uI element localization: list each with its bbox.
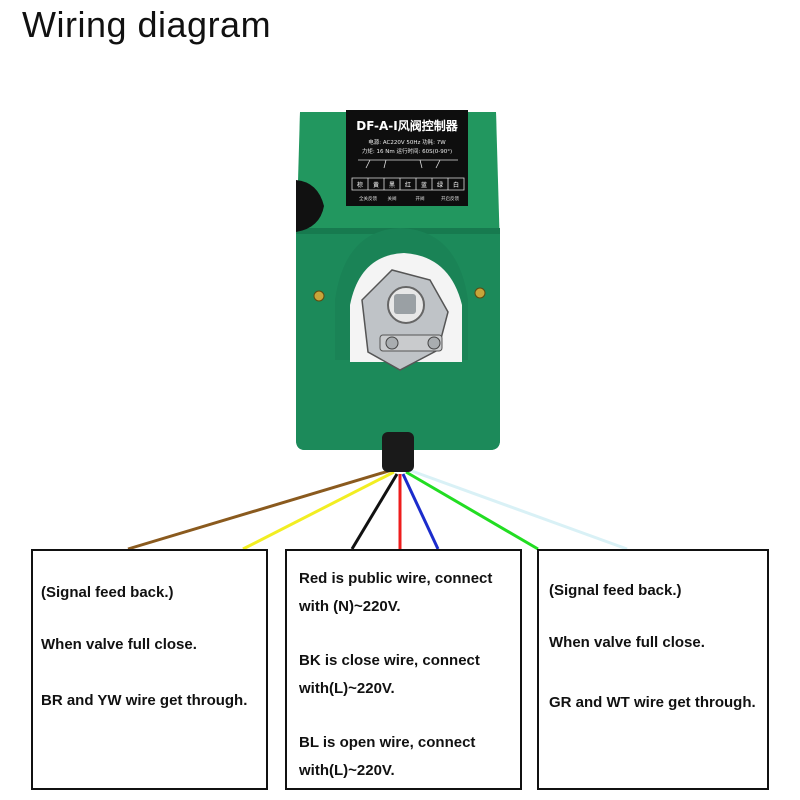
terminal-label: 黄 <box>373 181 379 189</box>
footer-label-3: 开阀 <box>416 195 425 202</box>
center-line-5: BL is open wire, connect <box>299 734 476 751</box>
right-line-1: (Signal feed back.) <box>549 582 682 599</box>
center-line-2: with (N)~220V. <box>299 598 401 615</box>
wire-white <box>408 468 628 551</box>
info-box-left: (Signal feed back.) When valve full clos… <box>31 549 268 790</box>
wire-blue <box>401 473 440 550</box>
wire-brown <box>127 468 393 551</box>
screw-left <box>313 290 325 302</box>
wire-yellow <box>242 470 395 551</box>
terminal-label: 红 <box>405 181 411 189</box>
left-line-3: BR and YW wire get through. <box>41 692 248 709</box>
terminal-label: 绿 <box>437 181 443 189</box>
terminal-label: 黑 <box>389 182 395 189</box>
footer-label-1: 全关反馈 <box>359 195 377 202</box>
center-line-4: with(L)~220V. <box>299 680 395 697</box>
terminal-label: 棕 <box>357 181 363 189</box>
wire-black <box>350 473 399 550</box>
center-line-3: BK is close wire, connect <box>299 652 480 669</box>
diagram-title: Wiring diagram <box>22 4 272 45</box>
shaft-clamp <box>361 269 449 371</box>
wire-green <box>405 470 539 551</box>
footer-label-4: 开启反馈 <box>441 195 459 202</box>
right-line-3: GR and WT wire get through. <box>549 694 756 711</box>
info-box-center: Red is public wire, connect with (N)~220… <box>285 549 522 790</box>
footer-label-2: 关阀 <box>388 195 397 202</box>
info-box-right: (Signal feed back.) When valve full clos… <box>537 549 769 790</box>
cable-gland <box>382 432 414 472</box>
screw-right <box>474 287 486 299</box>
spec-line-2: 力矩: 16 Nm 运行时间: 60S(0-90°) <box>362 147 452 155</box>
label-plate: DF-A-I风阀控制器 电源: AC220V 50Hz 功耗: 7W 力矩: 1… <box>346 110 468 206</box>
right-line-2: When valve full close. <box>549 634 705 651</box>
model-label: DF-A-I风阀控制器 <box>356 118 459 133</box>
spec-line-1: 电源: AC220V 50Hz 功耗: 7W <box>368 138 446 146</box>
wire-bundle <box>127 468 628 551</box>
center-line-6: with(L)~220V. <box>299 762 395 779</box>
terminal-label: 蓝 <box>421 181 427 189</box>
left-line-2: When valve full close. <box>41 636 197 653</box>
terminal-label: 白 <box>453 181 459 189</box>
center-line-1: Red is public wire, connect <box>299 570 493 587</box>
left-line-1: (Signal feed back.) <box>41 584 174 601</box>
